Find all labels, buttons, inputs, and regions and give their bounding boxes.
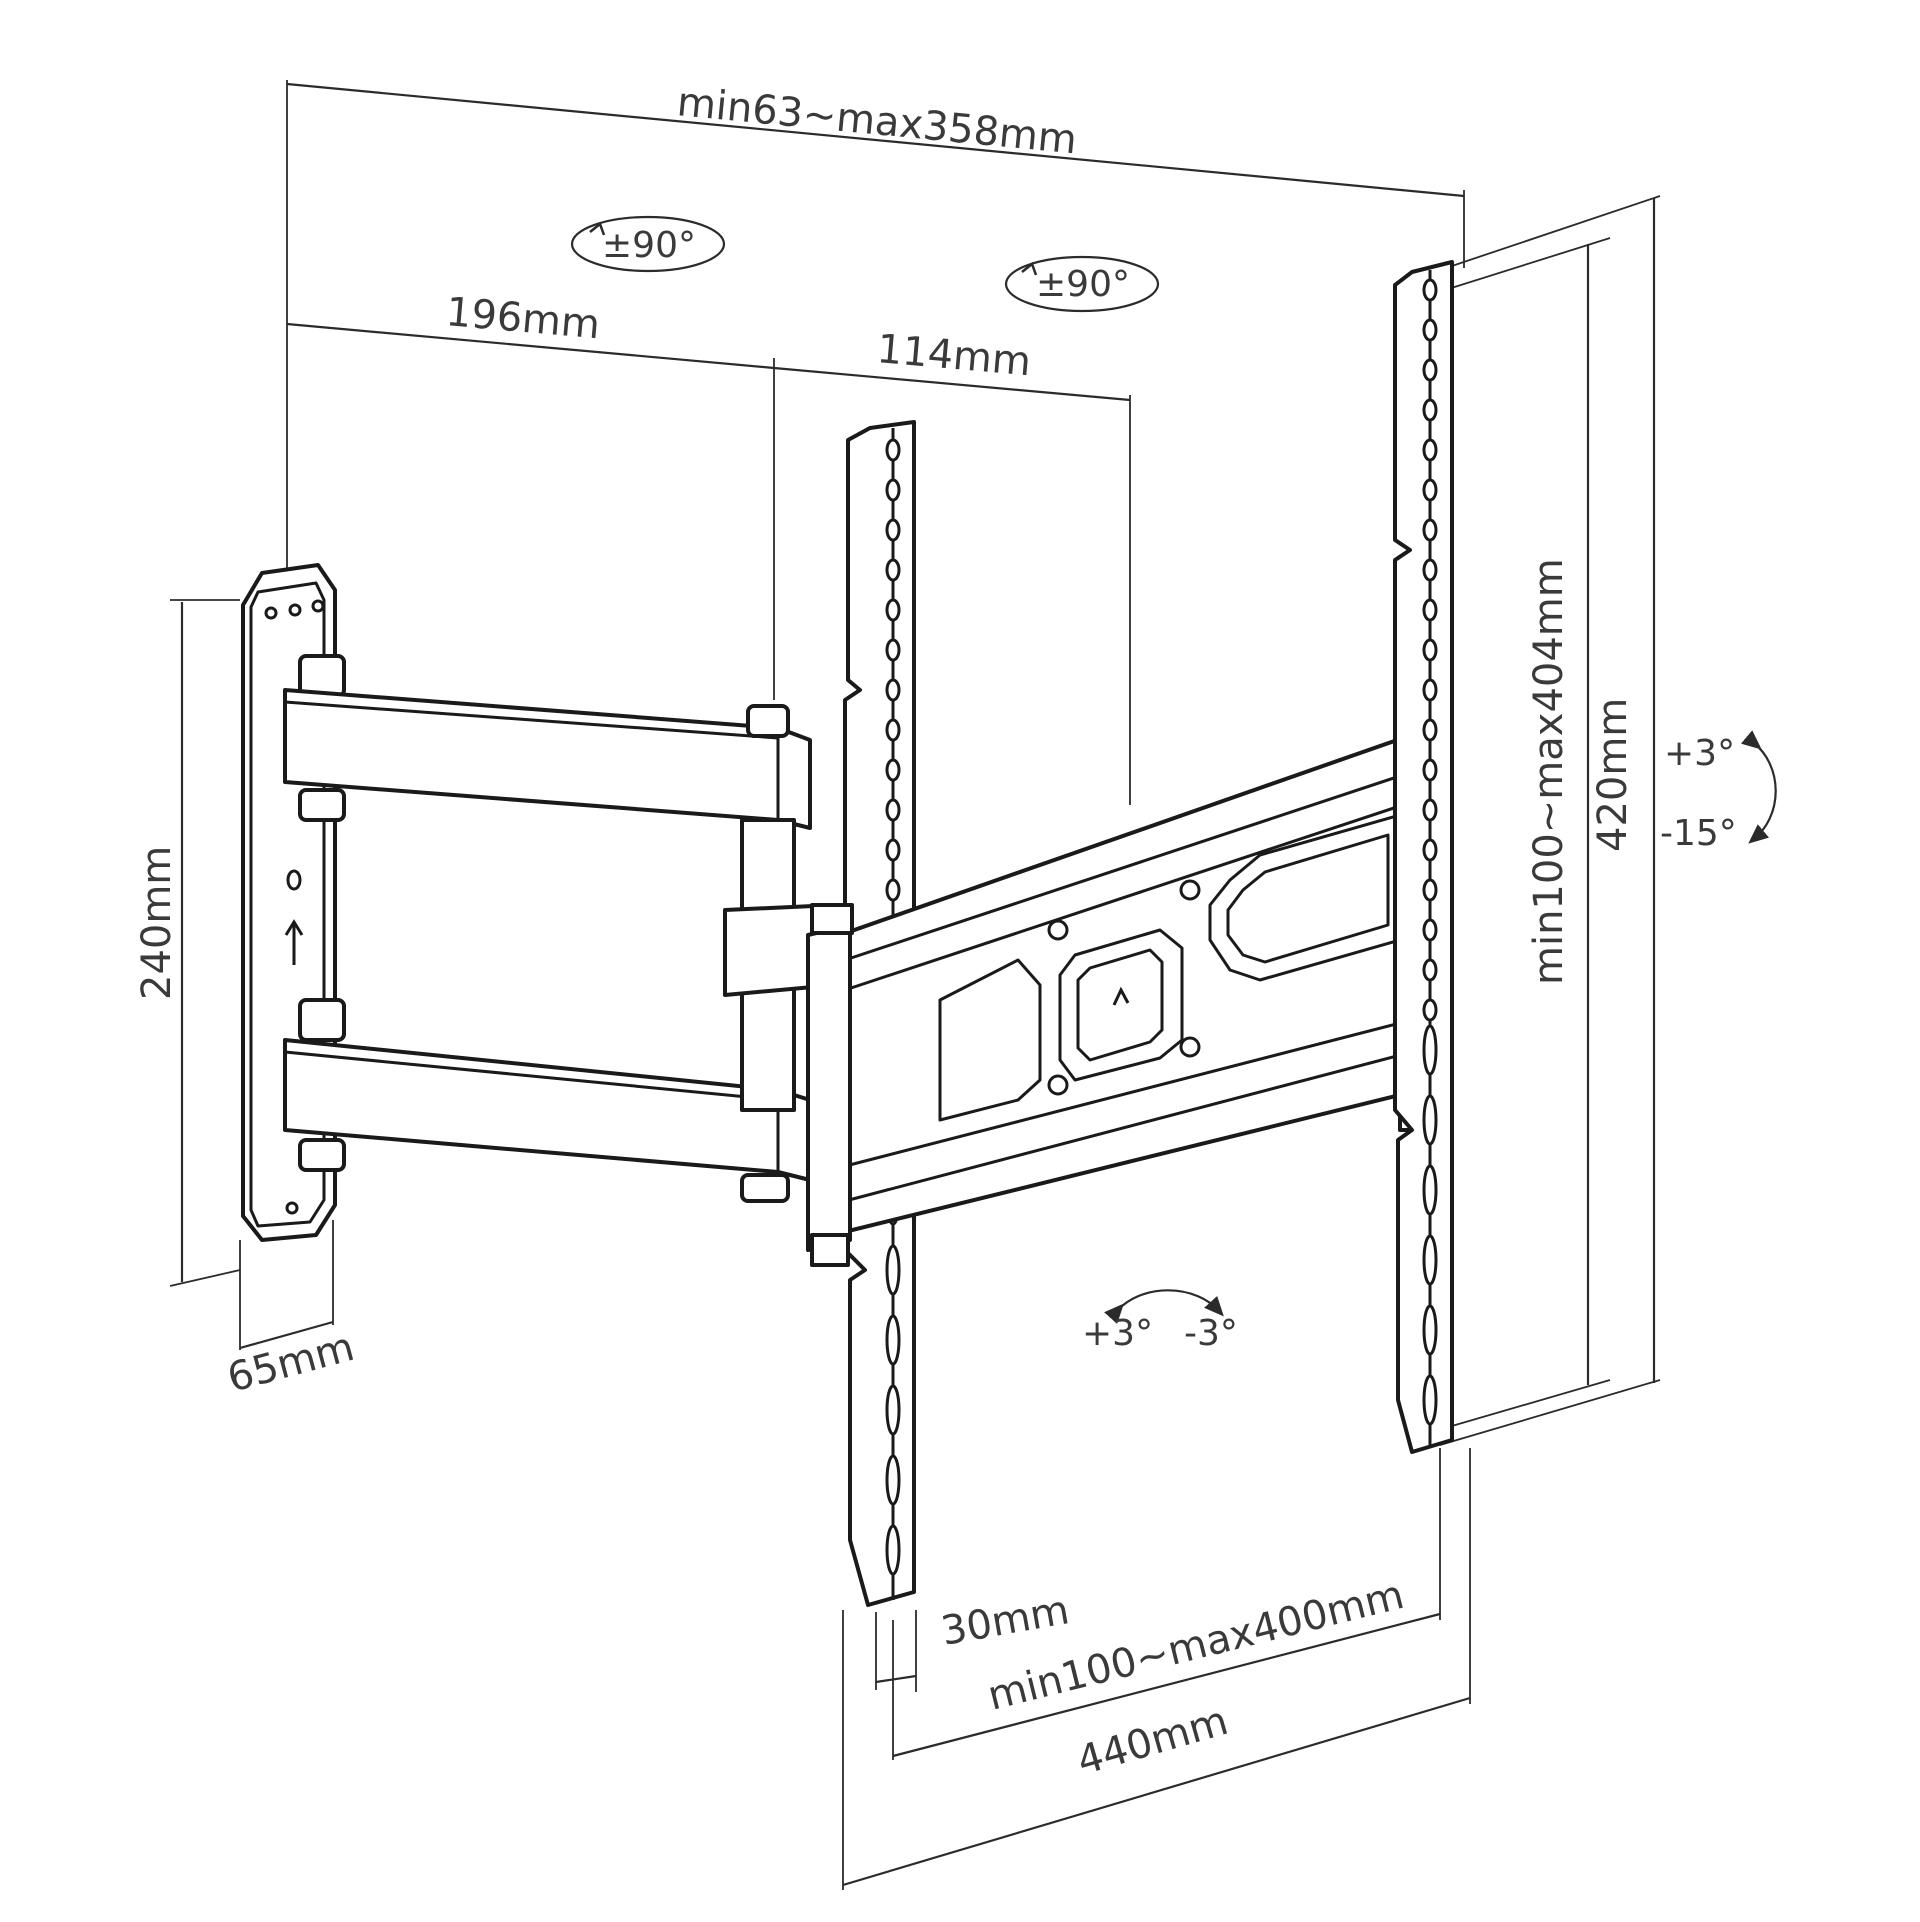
mounting-hole bbox=[1422, 718, 1438, 742]
mounting-hole bbox=[1422, 598, 1438, 622]
mounting-hole bbox=[885, 1244, 901, 1296]
bracket-height-label: 420mm bbox=[1590, 698, 1636, 852]
mounting-hole bbox=[885, 678, 901, 702]
tilt-up-label: +3° bbox=[1664, 733, 1735, 774]
mounting-hole bbox=[885, 1314, 901, 1366]
mounting-hole bbox=[1422, 1094, 1438, 1146]
dimension-lines bbox=[169, 80, 1661, 1890]
mounting-hole bbox=[1422, 758, 1438, 782]
mounting-hole bbox=[1422, 558, 1438, 582]
mounting-hole bbox=[885, 1454, 901, 1506]
vesa-vertical-label: min100~max404mm bbox=[1526, 558, 1572, 985]
mounting-hole bbox=[885, 518, 901, 542]
mounting-hole bbox=[1422, 1374, 1438, 1426]
mounting-hole bbox=[1422, 438, 1438, 462]
mounting-hole bbox=[885, 1524, 901, 1576]
mounting-hole bbox=[1422, 518, 1438, 542]
mounting-hole bbox=[885, 798, 901, 822]
mounting-hole bbox=[1422, 318, 1438, 342]
mounting-hole bbox=[1422, 838, 1438, 862]
wall-plate bbox=[241, 563, 346, 1242]
mounting-hole bbox=[885, 598, 901, 622]
swing-arms bbox=[283, 688, 837, 1203]
arm-2-label: 114mm bbox=[875, 326, 1033, 385]
mounting-hole bbox=[1422, 1024, 1438, 1076]
wall-plate-width-label: 65mm bbox=[223, 1324, 359, 1402]
swivel-1-label: ±90° bbox=[602, 225, 696, 266]
depth-range-label: min63~max358mm bbox=[675, 79, 1079, 163]
mounting-hole bbox=[1422, 278, 1438, 302]
mounting-hole bbox=[885, 438, 901, 462]
mounting-hole bbox=[1422, 358, 1438, 382]
level-plus-label: +3° bbox=[1082, 1313, 1153, 1354]
cross-plate bbox=[806, 730, 1438, 1267]
mounting-hole bbox=[1422, 1304, 1438, 1356]
mounting-hole bbox=[1422, 958, 1438, 982]
tilt-down-label: -15° bbox=[1660, 813, 1737, 854]
mounting-hole bbox=[1422, 478, 1438, 502]
mounting-hole bbox=[1422, 678, 1438, 702]
swivel-2-label: ±90° bbox=[1036, 264, 1130, 305]
wall-plate-height-label: 240mm bbox=[134, 846, 180, 1000]
level-minus-label: -3° bbox=[1184, 1313, 1238, 1354]
mounting-hole bbox=[885, 638, 901, 662]
mounting-hole bbox=[1422, 878, 1438, 902]
mounting-hole bbox=[885, 758, 901, 782]
rotation-arrow-icon bbox=[570, 215, 1777, 1325]
mounting-hole bbox=[885, 478, 901, 502]
up-arrow-icon bbox=[284, 919, 304, 965]
mounting-hole bbox=[1422, 398, 1438, 422]
mounting-hole bbox=[885, 718, 901, 742]
mounting-hole bbox=[1422, 998, 1438, 1022]
bar-width-label: 30mm bbox=[938, 1587, 1073, 1655]
mounting-hole bbox=[1422, 638, 1438, 662]
mounting-hole bbox=[885, 878, 901, 902]
mounting-hole bbox=[1422, 798, 1438, 822]
mounting-hole bbox=[885, 1384, 901, 1436]
right-vertical-bar bbox=[1393, 260, 1454, 1454]
bracket-width-label: 440mm bbox=[1072, 1698, 1233, 1785]
mounting-hole bbox=[1422, 918, 1438, 942]
mounting-hole bbox=[1422, 1234, 1438, 1286]
mounting-hole bbox=[885, 558, 901, 582]
mounting-hole bbox=[1422, 1164, 1438, 1216]
mounting-hole bbox=[885, 838, 901, 862]
